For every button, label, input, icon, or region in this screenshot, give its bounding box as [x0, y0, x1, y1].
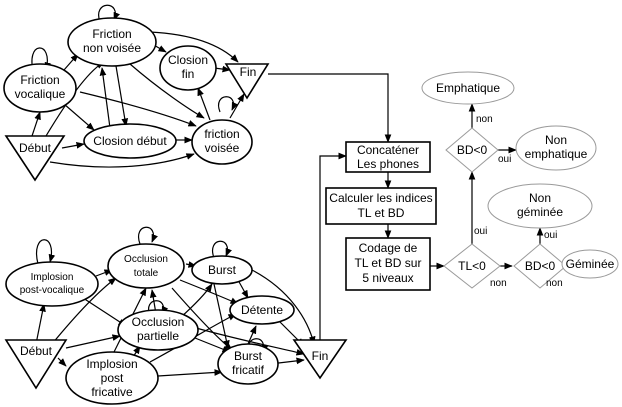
diamond-bd-upper: BD<0	[445, 127, 499, 173]
node-label: Implosion	[86, 357, 137, 371]
outcome-label: emphatique	[525, 147, 588, 161]
decision-diamonds: TL<0 BD<0 BD<0	[443, 127, 567, 289]
diamond-label: BD<0	[457, 143, 488, 157]
node-label: partielle	[137, 329, 179, 343]
box-label: Codage de	[359, 241, 418, 255]
node-label: Closion	[168, 53, 208, 67]
node-fin-bottom: Fin	[292, 339, 348, 380]
box-label: Les phones	[357, 157, 419, 171]
node-label: non voisée	[83, 41, 141, 55]
bottom-graph-edges	[35, 226, 316, 377]
label-oui-tl: oui	[474, 226, 487, 237]
node-label: voisée	[205, 141, 240, 155]
node-label: Implosion	[31, 272, 74, 283]
top-graph-edges	[31, 4, 245, 168]
node-label: Détente	[241, 303, 283, 317]
node-friction-non-voisee: Friction non voisée	[67, 17, 157, 67]
box-label: 5 niveaux	[362, 271, 413, 285]
top-graph-nodes: Friction non voisée Friction vocalique C…	[3, 17, 270, 182]
node-fin-top: Fin	[224, 63, 270, 100]
node-label: Début	[19, 141, 52, 155]
outcome-label: géminée	[517, 205, 563, 219]
node-label: Fin	[240, 65, 257, 79]
node-detente: Détente	[229, 295, 295, 325]
edge-labels: non oui oui non oui non	[474, 114, 563, 289]
node-label: post-vocalique	[20, 285, 85, 296]
diamond-tl: TL<0	[443, 243, 501, 289]
diamond-label: TL<0	[458, 259, 486, 273]
outcome-label: Non	[529, 191, 551, 205]
node-occlusion-totale: Occlusion totale	[107, 243, 185, 289]
node-label: vocalique	[15, 87, 66, 101]
node-label: Occlusion	[132, 315, 185, 329]
node-label: friction	[204, 127, 239, 141]
node-occlusion-partielle: Occlusion partielle	[117, 309, 199, 351]
node-label: Friction	[92, 27, 131, 41]
box-codage: Codage de TL et BD sur 5 niveaux	[345, 237, 431, 291]
box-calculer: Calculer les indices TL et BD	[325, 187, 437, 225]
diamond-bd-lower: BD<0	[513, 243, 567, 289]
outcome-label: Non	[545, 133, 567, 147]
node-label: Burst	[208, 263, 237, 277]
label-oui-non-emphatique: oui	[498, 154, 511, 165]
box-label: Calculer les indices	[329, 191, 432, 205]
outcome-emphatique: Emphatique	[421, 71, 515, 105]
node-label: post	[101, 371, 124, 385]
node-label: totale	[134, 268, 159, 279]
label-oui-geminee: oui	[544, 230, 557, 241]
node-closion-fin: Closion fin	[159, 45, 217, 91]
node-label: fricative	[91, 385, 133, 399]
box-label: TL et BD	[358, 206, 405, 220]
bottom-graph-nodes: Implosion post-vocalique Occlusion total…	[4, 243, 348, 405]
outcome-non-geminee: Non géminée	[487, 183, 593, 229]
process-boxes: Concaténer Les phones Calculer les indic…	[325, 141, 437, 291]
outcome-label: Géminée	[566, 257, 615, 271]
node-closion-debut: Closion début	[83, 123, 177, 159]
node-friction-voisee: friction voisée	[191, 119, 253, 165]
node-label: Occlusion	[124, 254, 168, 265]
node-burst: Burst	[191, 255, 253, 285]
label-non-geminee: non	[546, 278, 563, 289]
outcome-geminee: Géminée	[561, 249, 619, 279]
outcome-label: Emphatique	[436, 81, 500, 95]
node-label: Début	[20, 344, 53, 358]
node-friction-vocalique: Friction vocalique	[3, 63, 77, 113]
outcome-ellipses: Emphatique Non emphatique Non géminée Gé…	[421, 71, 619, 279]
node-debut-bottom: Début	[4, 339, 68, 390]
box-label: TL et BD sur	[355, 256, 422, 270]
node-implosion-post-fricative: Implosion post fricative	[65, 351, 159, 405]
box-concatener: Concaténer Les phones	[345, 141, 431, 173]
node-label: Burst	[234, 349, 263, 363]
label-non-tl: non	[490, 278, 507, 289]
node-label: Fin	[312, 349, 329, 363]
node-label: fin	[182, 67, 195, 81]
process-connectors	[268, 73, 570, 340]
node-label: Closion début	[93, 134, 167, 148]
node-label: fricatif	[232, 363, 265, 377]
node-label: Friction	[20, 73, 59, 87]
label-non-emphatique: non	[476, 114, 493, 125]
diamond-label: BD<0	[525, 259, 556, 273]
box-label: Concaténer	[357, 143, 419, 157]
node-burst-fricatif: Burst fricatif	[217, 343, 279, 385]
node-debut-top: Début	[4, 135, 66, 182]
node-implosion-post-vocalique: Implosion post-vocalique	[5, 261, 99, 307]
outcome-non-emphatique: Non emphatique	[515, 125, 597, 171]
